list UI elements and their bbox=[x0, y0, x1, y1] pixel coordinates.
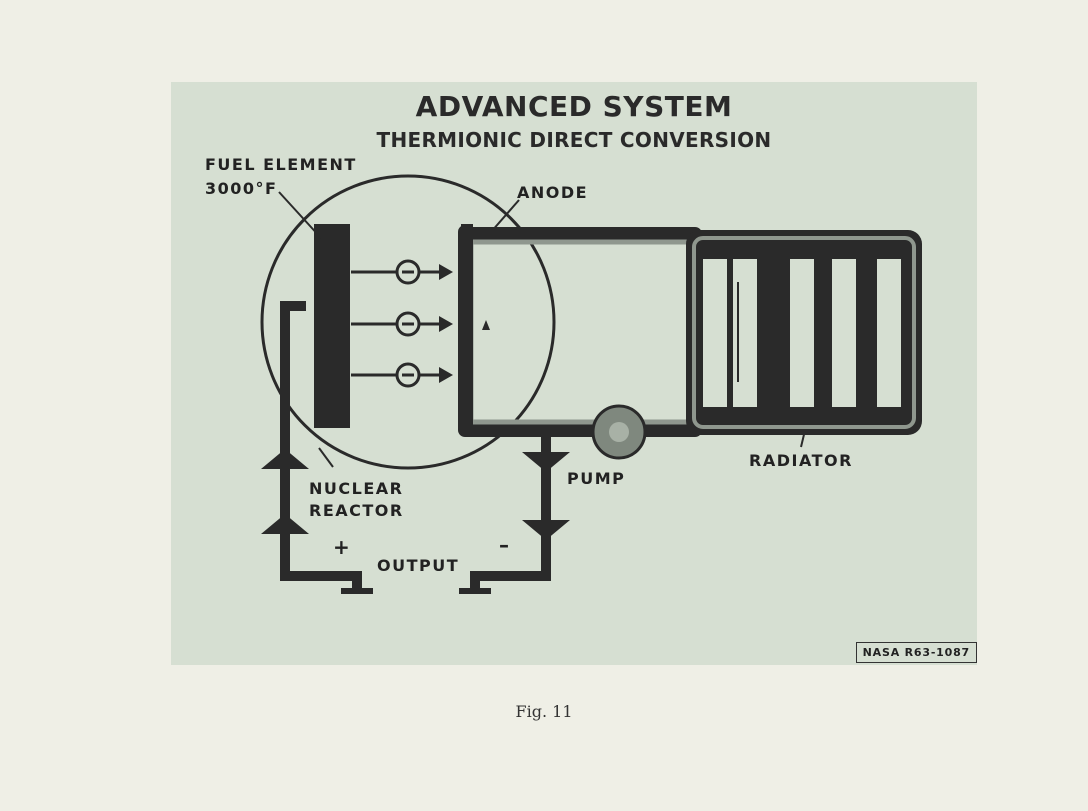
figure-plate: ADVANCED SYSTEM THERMIONIC DIRECT CONVER… bbox=[171, 82, 977, 665]
radiator-cell-2 bbox=[733, 259, 757, 407]
electron-arrow-2 bbox=[351, 311, 453, 337]
anode-leader-line bbox=[490, 199, 520, 233]
negative-sign: – bbox=[499, 533, 511, 557]
fuel-temperature-label: 3000°F bbox=[205, 179, 278, 198]
radiator-cell-3 bbox=[790, 259, 814, 407]
current-arrow-right-upper bbox=[522, 452, 570, 472]
anode-plate bbox=[461, 224, 473, 434]
reactor-circle bbox=[260, 174, 556, 470]
electron-arrow-3 bbox=[351, 362, 453, 388]
fuel-element bbox=[314, 224, 350, 428]
coolant-loop-channel bbox=[468, 239, 698, 425]
coolant-flow-arrow-up bbox=[482, 320, 490, 330]
radiator-label: RADIATOR bbox=[749, 451, 853, 470]
anode-label: ANODE bbox=[517, 183, 589, 202]
figure-subtitle: THERMIONIC DIRECT CONVERSION bbox=[376, 128, 772, 152]
fuel-leader-line bbox=[278, 191, 322, 239]
current-arrow-right-lower bbox=[522, 520, 570, 540]
nasa-tag: NASA R63-1087 bbox=[855, 642, 977, 663]
positive-terminal bbox=[341, 588, 373, 594]
pump-hub bbox=[609, 422, 629, 442]
nuclear-label: NUCLEAR bbox=[309, 479, 404, 498]
reactor-leader-line bbox=[318, 447, 334, 468]
current-arrow-left-upper bbox=[261, 449, 309, 469]
negative-terminal bbox=[459, 588, 491, 594]
output-label: OUTPUT bbox=[377, 556, 460, 575]
figure-caption: Fig. 11 bbox=[515, 702, 573, 721]
positive-sign: + bbox=[333, 535, 352, 559]
output-wire-negative bbox=[470, 434, 551, 588]
current-arrow-left-lower bbox=[261, 514, 309, 534]
coolant-loop-outer bbox=[458, 225, 702, 437]
figure-title: ADVANCED SYSTEM bbox=[415, 90, 733, 123]
electron-arrow-1 bbox=[351, 259, 453, 285]
pump-label: PUMP bbox=[567, 469, 626, 488]
fuel-element-label: FUEL ELEMENT bbox=[205, 155, 357, 174]
output-wire-positive bbox=[280, 301, 362, 588]
radiator-channel bbox=[692, 236, 916, 429]
radiator-cell-4 bbox=[832, 259, 856, 407]
radiator-cell-1 bbox=[703, 259, 727, 407]
thermionic-diagram bbox=[260, 174, 922, 594]
radiator-cell-5 bbox=[877, 259, 901, 407]
reactor-label: REACTOR bbox=[309, 501, 404, 520]
